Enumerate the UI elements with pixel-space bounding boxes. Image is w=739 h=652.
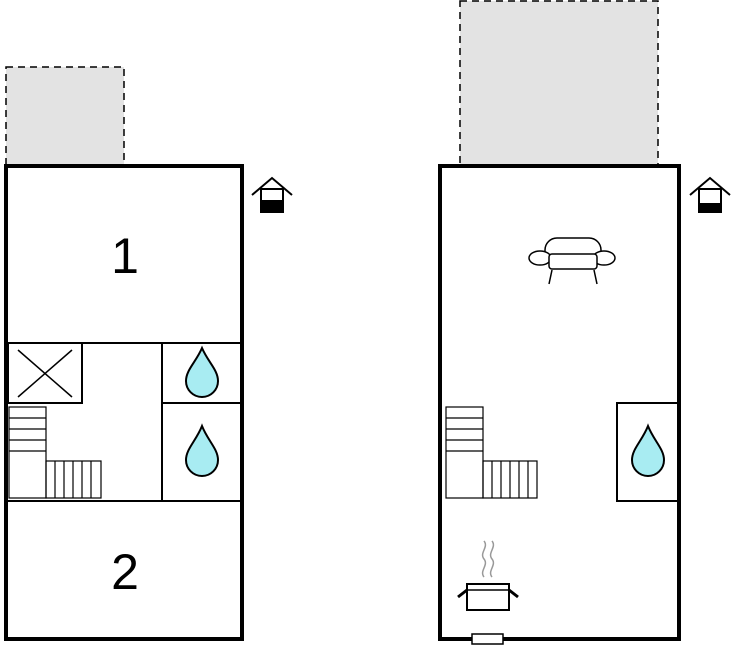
entrance-door (471, 633, 504, 645)
room-label-2: 2 (111, 544, 139, 600)
floor-plan-left: 1 2 (4, 66, 293, 641)
water-drop-icon (184, 345, 220, 398)
staircase-icon (445, 406, 538, 499)
floor-plan-right (438, 0, 731, 645)
water-drop-icon (630, 423, 666, 477)
sofa-icon (528, 237, 616, 285)
staircase-icon (8, 406, 102, 499)
terrace-left (5, 66, 125, 167)
room-label-1: 1 (111, 228, 139, 284)
house-level-icon (689, 176, 731, 213)
cooking-pot-icon (457, 540, 519, 611)
terrace-right (459, 0, 659, 167)
closet-x-icon (7, 342, 83, 404)
house-level-icon (251, 176, 293, 213)
water-drop-icon (184, 423, 220, 477)
bathroom-box (616, 402, 680, 502)
